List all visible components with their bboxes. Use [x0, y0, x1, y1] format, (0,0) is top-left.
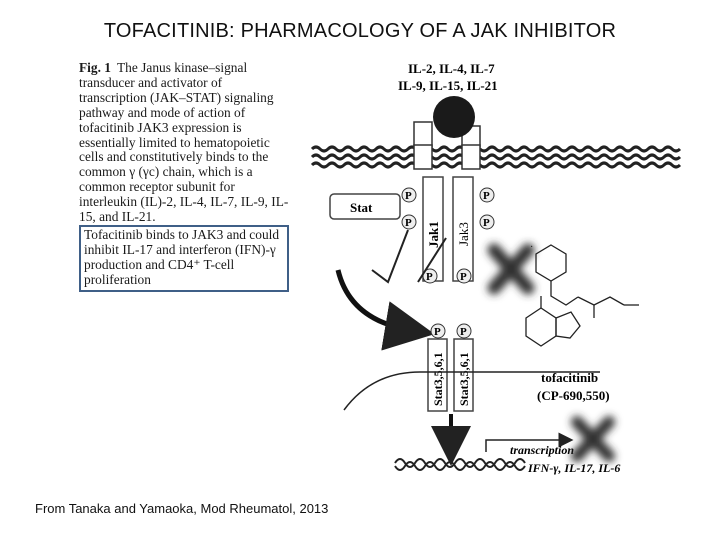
- phospho-label: P: [460, 326, 467, 338]
- inhibition-x-icon: [487, 243, 535, 295]
- stat-dimer: P P Stat3,5,6,1 Stat3,5,6,1: [427, 323, 474, 412]
- caption-highlight-box: Tofacitinib binds to JAK3 and could inhi…: [79, 224, 289, 292]
- drug-code: (CP-690,550): [537, 388, 610, 403]
- svg-text:·: ·: [530, 242, 533, 253]
- source-citation: From Tanaka and Yamaoka, Mod Rheumatol, …: [35, 501, 329, 516]
- structure-atoms: ·: [530, 242, 533, 253]
- slide-title: TOFACITINIB: PHARMACOLOGY OF A JAK INHIB…: [103, 20, 617, 42]
- dna-strand: [394, 458, 526, 468]
- recruitment-arrow: [417, 237, 447, 283]
- stat-dimer-left-label: Stat3,5,6,1: [431, 352, 445, 406]
- figure-label: Fig. 1: [79, 60, 111, 75]
- jak3-label: Jak3: [456, 222, 471, 246]
- transcription-arrow: [485, 432, 574, 452]
- stat-dimer-right-label: Stat3,5,6,1: [457, 352, 471, 406]
- phospho-label: P: [483, 190, 490, 202]
- cell-membrane: [310, 145, 685, 169]
- cytokine-label-1: IL-2, IL-4, IL-7: [408, 61, 495, 76]
- drug-name: tofacitinib: [541, 370, 598, 385]
- caption-text: The Janus kinase–signal transducer and a…: [79, 60, 289, 225]
- stat-box-label: Stat: [350, 200, 373, 215]
- recruitment-arrow: [371, 229, 409, 284]
- nuclear-membrane: [343, 371, 600, 411]
- jak3-kinase: Jak3: [452, 176, 474, 282]
- phospho-label: P: [426, 271, 433, 283]
- transcription-label: transcription: [510, 443, 574, 457]
- phospho-label: P: [405, 190, 412, 202]
- stat-translocation-arrow: [335, 269, 435, 351]
- phospho-label: P: [460, 271, 467, 283]
- inhibition-x-icon: [571, 416, 615, 462]
- phospho-label: P: [483, 217, 490, 229]
- cytokine-label-2: IL-9, IL-15, IL-21: [398, 78, 498, 93]
- phospho-label: P: [405, 217, 412, 229]
- jak1-kinase: Jak1: [422, 176, 444, 282]
- stat-box: Stat: [329, 193, 401, 220]
- phospho-label: P: [434, 326, 441, 338]
- tofacitinib-structure-icon: [525, 244, 639, 347]
- dna-strand: [394, 461, 526, 471]
- jak1-label: Jak1: [426, 221, 441, 248]
- cytokine-ligand: [433, 96, 475, 138]
- gene-products: IFN-γ, IL-17, IL-6: [527, 461, 620, 475]
- phosphate-group: P P P P P P: [401, 187, 495, 284]
